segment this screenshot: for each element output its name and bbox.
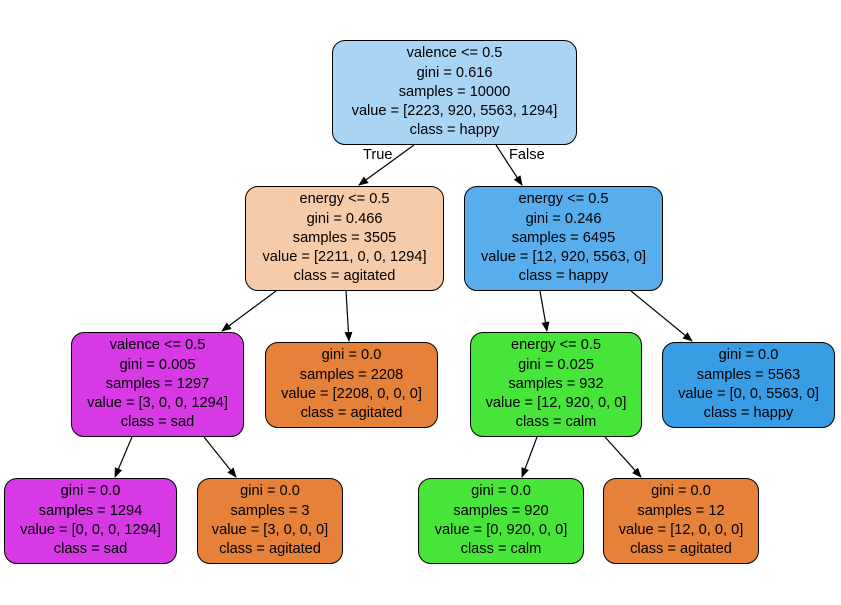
node-rll-value: value = [0, 920, 0, 0] (434, 522, 568, 538)
node-root-value: value = [2223, 920, 5563, 1294] (351, 103, 558, 120)
node-llr: gini = 0.0 samples = 3 value = [3, 0, 0,… (197, 478, 343, 564)
node-llr-samples: samples = 3 (230, 502, 310, 519)
node-rlr-class: class = agitated (630, 541, 732, 558)
node-rlr-value: value = [12, 0, 0, 0] (618, 522, 744, 538)
node-rlr-samples: samples = 12 (637, 502, 725, 519)
node-right-gini: gini = 0.246 (525, 210, 602, 227)
node-root-class: class = happy (409, 122, 500, 139)
node-root-split: valence <= 0.5 (406, 45, 503, 62)
node-rl-split: energy <= 0.5 (510, 337, 602, 354)
node-root-samples: samples = 10000 (398, 83, 511, 100)
node-rl-gini: gini = 0.025 (518, 356, 594, 373)
node-left-samples: samples = 3505 (292, 229, 397, 246)
node-rl-samples: samples = 932 (508, 375, 604, 392)
node-ll: valence <= 0.5 gini = 0.005 samples = 12… (71, 332, 244, 437)
node-rlr: gini = 0.0 samples = 12 value = [12, 0, … (603, 478, 759, 564)
node-ll-samples: samples = 1297 (105, 375, 210, 392)
node-rll: gini = 0.0 samples = 920 value = [0, 920… (418, 478, 584, 564)
node-llr-gini: gini = 0.0 (240, 483, 300, 500)
edge-rl-rll (521, 436, 538, 478)
edge-ll-lll (114, 436, 133, 478)
edge-root-right (495, 144, 523, 186)
node-rr-value: value = [0, 0, 5563, 0] (678, 386, 819, 402)
node-lr-class: class = agitated (300, 405, 403, 422)
node-rr-class: class = happy (703, 405, 794, 422)
edge-ll-llr (203, 436, 237, 478)
node-left: energy <= 0.5 gini = 0.466 samples = 350… (245, 186, 444, 291)
node-right-value: value = [12, 920, 5563, 0] (480, 249, 647, 266)
node-ll-split: valence <= 0.5 (109, 337, 206, 354)
edge-right-rl (539, 290, 550, 332)
node-rl: energy <= 0.5 gini = 0.025 samples = 932… (470, 332, 642, 437)
node-rl-value: value = [12, 920, 0, 0] (485, 395, 627, 412)
edge-left-ll (221, 290, 277, 332)
node-rll-class: class = calm (460, 541, 542, 558)
node-rll-samples: samples = 920 (453, 502, 549, 519)
node-lll-value: value = [0, 0, 0, 1294] (20, 522, 161, 538)
node-right-split: energy <= 0.5 (518, 191, 609, 208)
true-edge-label: True (363, 147, 393, 163)
node-left-class: class = agitated (293, 268, 396, 285)
edge-rl-rlr (604, 436, 642, 478)
node-lll-samples: samples = 1294 (38, 502, 143, 519)
node-left-gini: gini = 0.466 (306, 210, 383, 227)
node-rr-samples: samples = 5563 (696, 366, 801, 383)
node-lll: gini = 0.0 samples = 1294 value = [0, 0,… (4, 478, 177, 564)
edge-left-lr (344, 290, 353, 342)
node-lll-class: class = sad (53, 541, 128, 558)
node-ll-gini: gini = 0.005 (119, 356, 196, 373)
node-rl-class: class = calm (515, 414, 597, 431)
node-root-gini: gini = 0.616 (416, 64, 493, 81)
node-right-samples: samples = 6495 (511, 229, 616, 246)
node-rr: gini = 0.0 samples = 5563 value = [0, 0,… (662, 342, 835, 428)
edge-right-rr (630, 290, 693, 342)
node-lll-gini: gini = 0.0 (60, 483, 121, 500)
node-left-split: energy <= 0.5 (299, 191, 390, 208)
node-rr-gini: gini = 0.0 (718, 347, 779, 364)
node-lr: gini = 0.0 samples = 2208 value = [2208,… (265, 342, 438, 428)
node-rll-gini: gini = 0.0 (471, 483, 531, 500)
edge-root-left (358, 144, 415, 186)
node-lr-gini: gini = 0.0 (321, 347, 382, 364)
node-llr-class: class = agitated (219, 541, 321, 558)
node-right: energy <= 0.5 gini = 0.246 samples = 649… (464, 186, 663, 291)
node-lr-samples: samples = 2208 (299, 366, 404, 383)
node-root: valence <= 0.5 gini = 0.616 samples = 10… (332, 40, 577, 145)
node-ll-class: class = sad (120, 414, 195, 431)
false-edge-label: False (509, 147, 545, 163)
node-rlr-gini: gini = 0.0 (651, 483, 711, 500)
node-left-value: value = [2211, 0, 0, 1294] (262, 249, 427, 266)
node-llr-value: value = [3, 0, 0, 0] (211, 522, 329, 538)
node-ll-value: value = [3, 0, 0, 1294] (87, 395, 228, 412)
node-lr-value: value = [2208, 0, 0, 0] (281, 386, 422, 402)
node-right-class: class = happy (518, 268, 609, 285)
